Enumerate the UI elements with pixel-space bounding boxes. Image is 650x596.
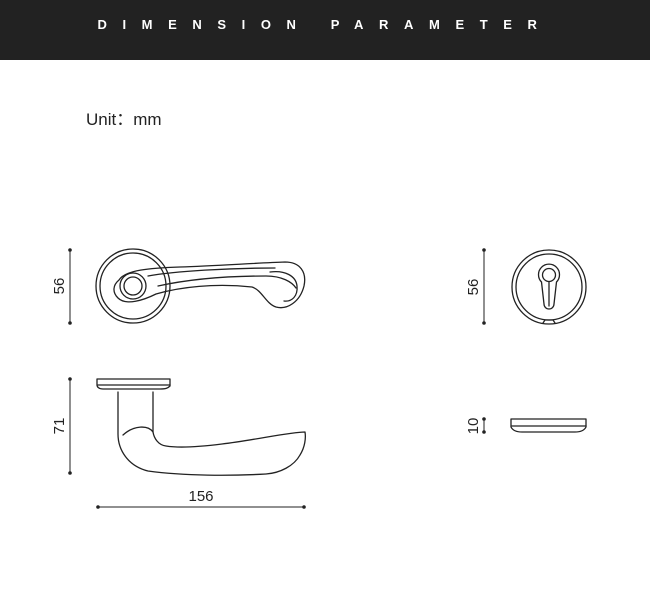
dim-label-handle-top-height: 56 [51, 278, 68, 295]
escutcheon-side-view [510, 418, 587, 433]
header-bar: DIMENSION PARAMETER [0, 0, 650, 60]
dim-label-handle-length: 156 [188, 488, 213, 505]
dim-label-escutcheon-height: 56 [465, 279, 482, 296]
handle-side-view [96, 378, 306, 476]
unit-label: Unit：mm [86, 110, 162, 129]
handle-top-view [95, 248, 306, 324]
dim-label-escutcheon-depth: 10 [465, 418, 482, 435]
dimension-lines [69, 249, 485, 508]
dimension-end-dots [68, 248, 486, 509]
escutcheon-front-view [511, 249, 587, 325]
header-title: DIMENSION PARAMETER [97, 17, 553, 32]
dim-label-handle-side-height: 71 [51, 418, 68, 435]
